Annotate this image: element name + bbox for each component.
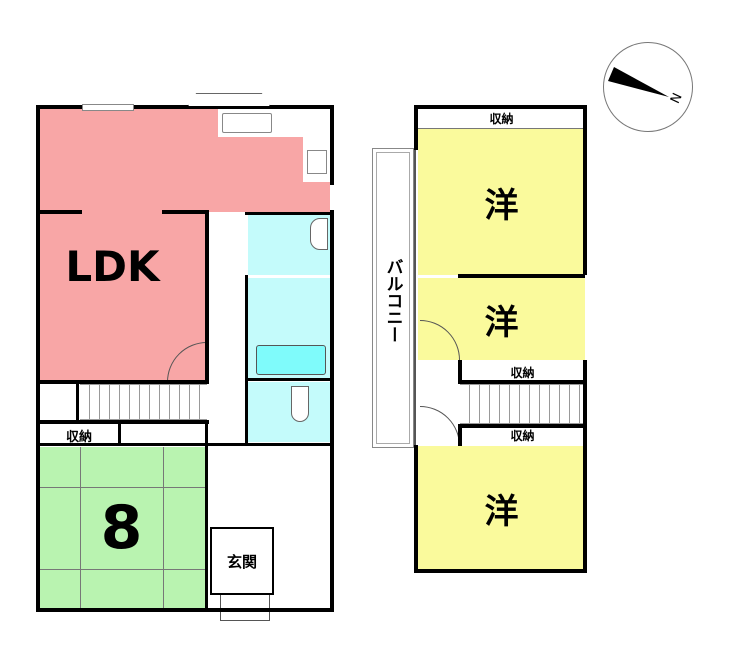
storage-label: 収納	[510, 365, 535, 380]
room-label: 洋	[484, 491, 519, 532]
ldk-label: LDK	[65, 241, 160, 291]
storage-2f-mid: 収納	[460, 362, 585, 382]
compass-arrow-icon	[608, 67, 669, 97]
western-room-1: 洋	[418, 129, 585, 275]
staircase-2f	[460, 384, 585, 424]
room-label: 洋	[484, 302, 519, 343]
tatami-label: 8	[100, 493, 143, 563]
floor-1: LDK 収納 8 玄関	[0, 0, 340, 665]
storage-2f-low: 収納	[460, 426, 585, 445]
entrance-label: 玄関	[226, 552, 257, 571]
floor-2: バルコニー 収納 洋 洋 収納 収納 洋	[360, 0, 600, 665]
washbasin-icon	[310, 218, 328, 250]
stove-icon	[307, 150, 327, 174]
storage-1f: 収納	[38, 425, 120, 445]
storage-label: 収納	[489, 111, 514, 126]
sink-icon	[222, 113, 272, 133]
tatami-room	[38, 447, 205, 609]
window	[82, 104, 134, 111]
storage-2f-top: 収納	[418, 108, 585, 128]
compass: N	[603, 42, 693, 132]
staircase	[80, 384, 207, 420]
storage-label: 収納	[510, 429, 535, 443]
balcony	[372, 148, 414, 448]
balcony-label: バルコニー	[382, 257, 403, 343]
toilet-icon	[291, 386, 309, 422]
storage-label: 収納	[65, 429, 92, 445]
room-label: 洋	[484, 185, 519, 226]
bay-window	[188, 93, 270, 106]
bathtub-icon	[256, 345, 326, 375]
entrance: 玄関	[210, 527, 274, 595]
toilet-room	[248, 382, 330, 442]
western-room-3: 洋	[418, 446, 585, 570]
